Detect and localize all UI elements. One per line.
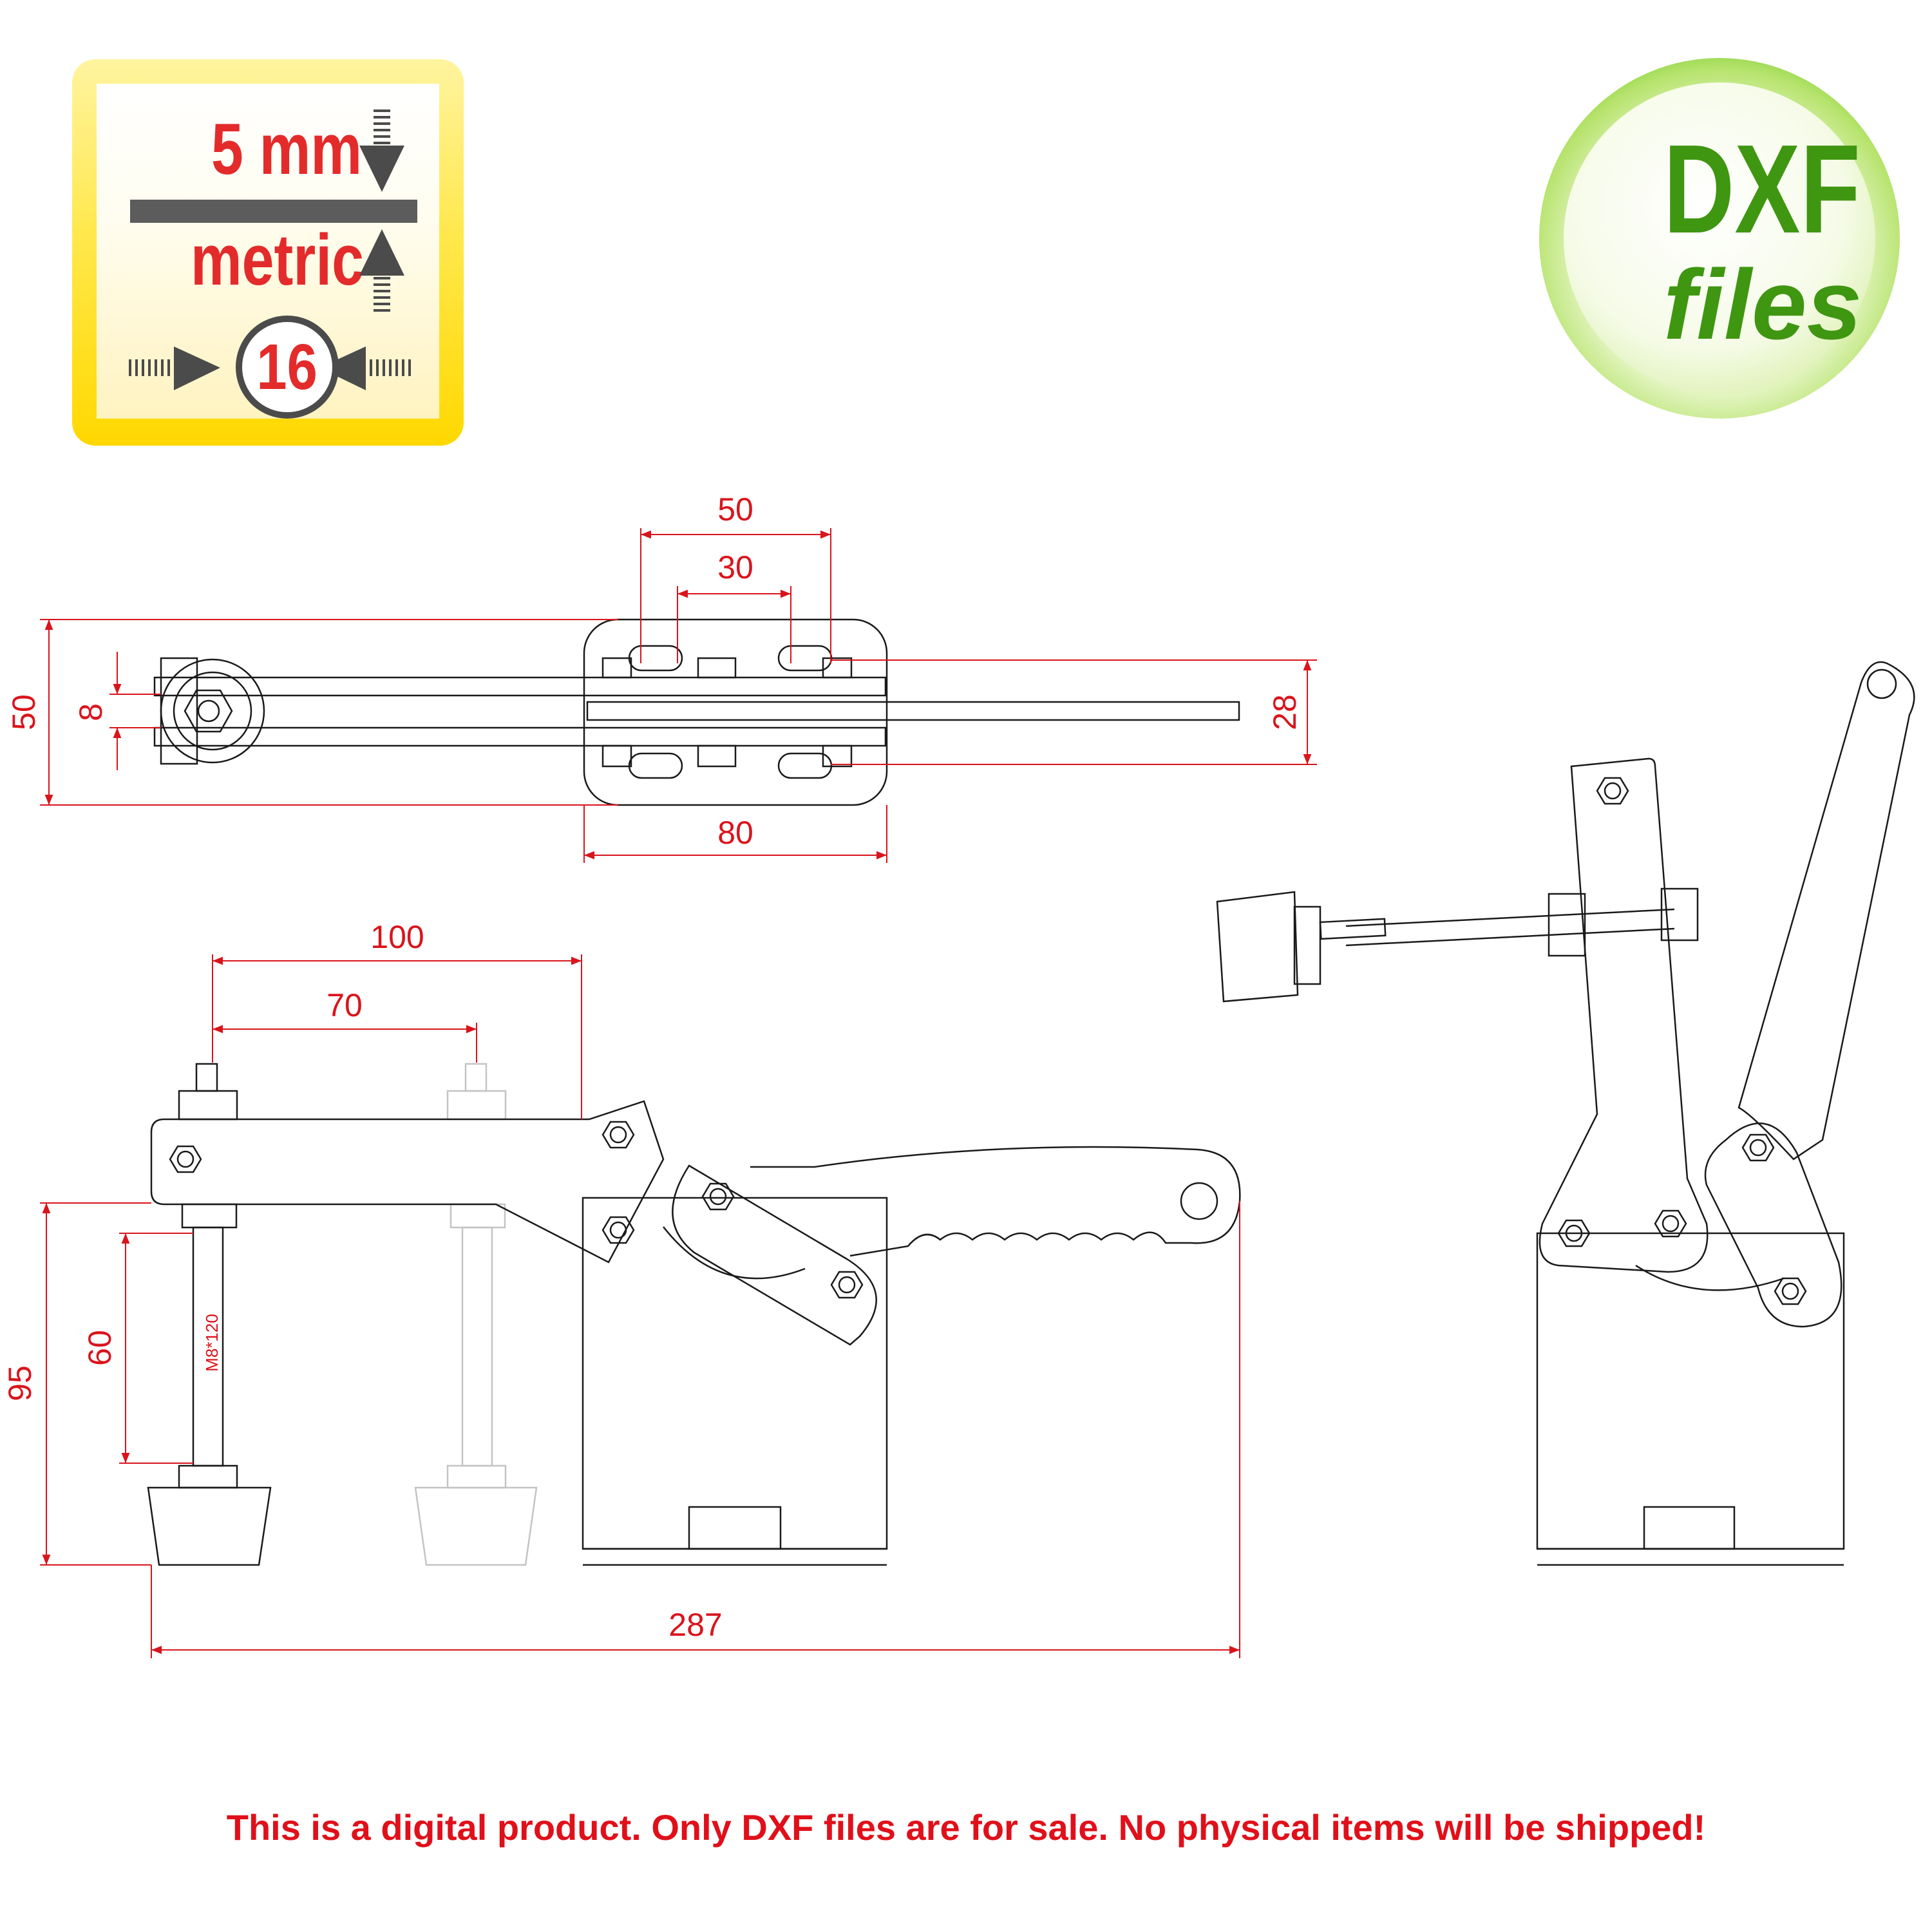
dim-bar-gap: 8 [73, 703, 109, 721]
thickness-label: 5 mm [211, 109, 363, 189]
handle [750, 1146, 1241, 1257]
dim-slot-inner: 30 [717, 549, 753, 585]
spindle-pad [160, 658, 265, 764]
base-block [582, 1197, 888, 1550]
clamp-arm [150, 1100, 665, 1264]
spindle-pad [147, 1486, 272, 1566]
badge-arrows [129, 109, 411, 390]
dim-slot-outer: 50 [717, 491, 753, 527]
dxf-logo: DXF files [1539, 58, 1900, 419]
ghost-spindle [414, 1063, 538, 1566]
spindle-label: M8*120 [202, 1314, 222, 1372]
thickness-bar [130, 200, 417, 223]
top-dimensions [40, 528, 1317, 863]
side-view [147, 1063, 1241, 1566]
arrow-up-icon [359, 229, 404, 312]
open-spindle-pad [1216, 891, 1299, 1003]
arrow-down-icon [359, 109, 404, 192]
top-nut [184, 689, 233, 733]
open-link [1704, 1122, 1842, 1328]
slot [628, 752, 683, 779]
side-bolts [169, 1121, 864, 1299]
arrow-left-icon [319, 346, 411, 390]
slot [628, 645, 683, 672]
dim-overall-height: 50 [6, 694, 42, 730]
dxf-logo-word: DXF [1663, 118, 1861, 260]
top-handle-bar [586, 701, 1240, 721]
dim-base-width: 80 [717, 815, 753, 851]
open-handle [1738, 661, 1915, 1160]
dim-spindle-height: 60 [82, 1330, 118, 1366]
dxf-logo-sub: files [1663, 249, 1862, 360]
open-base-block [1536, 1232, 1845, 1550]
top-arm-upper [153, 676, 887, 697]
top-view [153, 618, 1240, 806]
dim-reach-open: 100 [370, 919, 424, 955]
dim-height: 95 [2, 1365, 38, 1401]
metric-badge: 5 mm metric [72, 59, 464, 446]
top-arm-lower [153, 726, 887, 747]
dxf-logo-disc: DXF files [1564, 82, 1875, 394]
handle-hole [1180, 1182, 1218, 1220]
size-circle: 16 [236, 316, 339, 419]
dim-reach-inner: 70 [327, 987, 363, 1023]
open-arm [1539, 757, 1709, 1273]
dim-overall-length: 287 [668, 1607, 722, 1643]
dim-arm-width: 28 [1267, 694, 1303, 730]
disclaimer-text: This is a digital product. Only DXF file… [226, 1807, 1706, 1848]
link-plate [672, 1164, 877, 1346]
arrow-right-icon [129, 346, 220, 390]
side-dimensions [40, 954, 1240, 1658]
open-handle-hole [1866, 668, 1897, 699]
system-label: metric [191, 220, 364, 300]
size-label: 16 [256, 330, 318, 403]
metric-badge-panel: 5 mm metric [97, 84, 439, 419]
top-base-plate [583, 618, 888, 806]
open-view [1216, 661, 1915, 1566]
